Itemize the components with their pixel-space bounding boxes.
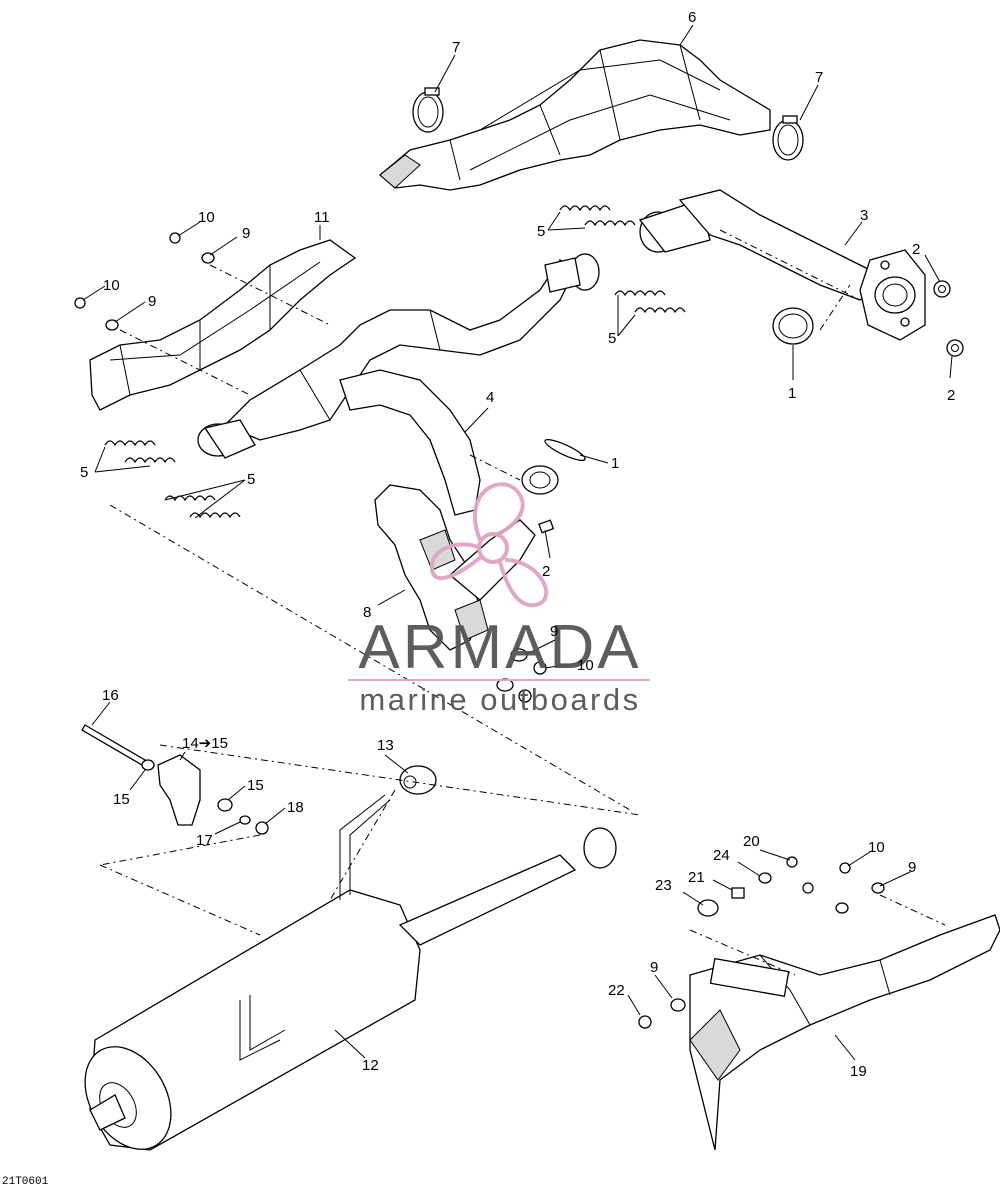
callout-10-top: 10 bbox=[198, 209, 215, 226]
bracket-14 bbox=[157, 754, 201, 826]
spring-1 bbox=[559, 205, 611, 212]
figure-code: 21T0601 bbox=[2, 1176, 49, 1188]
callout-9-left: 9 bbox=[148, 293, 156, 310]
callout-10-left: 10 bbox=[103, 277, 120, 294]
leader-lines bbox=[82, 24, 953, 1061]
screw-22 bbox=[638, 1015, 652, 1029]
callout-19: 19 bbox=[850, 1063, 867, 1080]
grommet bbox=[399, 765, 437, 795]
spring-4 bbox=[634, 307, 686, 314]
watermark-tagline: marine outboards bbox=[359, 682, 640, 717]
propeller-logo-icon bbox=[429, 482, 549, 608]
callout-14-15: 14➔15 bbox=[182, 735, 228, 752]
heat-shield-top bbox=[378, 39, 771, 191]
callout-24: 24 bbox=[713, 847, 730, 864]
header-pipe bbox=[678, 189, 926, 341]
callout-9-right: 9 bbox=[908, 859, 916, 876]
nut-lower-right bbox=[946, 339, 964, 357]
screw-10-top bbox=[169, 232, 181, 244]
spacer-15a bbox=[141, 759, 155, 771]
callout-5-upper-mid: 5 bbox=[537, 223, 545, 240]
coupler-left bbox=[197, 419, 256, 459]
hose-clamp-left bbox=[412, 87, 444, 133]
nut-18 bbox=[255, 821, 269, 835]
screw-10-right bbox=[839, 862, 851, 874]
callout-5-lower-mid: 5 bbox=[608, 330, 616, 347]
callout-1-right: 1 bbox=[788, 385, 796, 402]
gasket-middle bbox=[544, 439, 586, 461]
callout-21: 21 bbox=[688, 869, 705, 886]
callout-5-left-bottom: 5 bbox=[247, 471, 255, 488]
hose-clamp-right bbox=[772, 115, 804, 161]
watermark: ARMADA marine outboards bbox=[348, 482, 650, 717]
callout-12: 12 bbox=[362, 1057, 379, 1074]
callout-9-top: 9 bbox=[242, 225, 250, 242]
callout-10-right: 10 bbox=[868, 839, 885, 856]
watermark-brand: ARMADA bbox=[358, 613, 641, 682]
spring-2 bbox=[584, 220, 636, 227]
callout-labels: 6 7 7 10 11 9 10 9 5 3 2 5 1 2 4 1 5 5 2… bbox=[80, 9, 955, 1080]
callout-23: 23 bbox=[655, 877, 672, 894]
nut-middle-2 bbox=[518, 689, 532, 703]
washer-9-right-2 bbox=[835, 902, 849, 914]
spring-3 bbox=[614, 290, 666, 297]
heat-shield-left bbox=[89, 239, 357, 411]
gasket-right bbox=[772, 307, 814, 345]
bolt-16 bbox=[81, 724, 146, 766]
callout-2-lower-right: 2 bbox=[947, 387, 955, 404]
callout-13: 13 bbox=[377, 737, 394, 754]
spacer-15b bbox=[217, 798, 233, 812]
callout-15-right: 15 bbox=[247, 777, 264, 794]
callout-6: 6 bbox=[688, 9, 696, 26]
callout-9-bottom: 9 bbox=[650, 959, 658, 976]
callout-8: 8 bbox=[363, 604, 371, 621]
washer-17 bbox=[239, 815, 251, 825]
screw-10-right-2 bbox=[802, 882, 814, 894]
spring-6 bbox=[124, 457, 176, 464]
muffler bbox=[84, 794, 617, 1151]
spacer-21 bbox=[731, 887, 745, 899]
callout-22: 22 bbox=[608, 982, 625, 999]
callout-10-middle: 10 bbox=[577, 657, 594, 674]
callout-16: 16 bbox=[102, 687, 119, 704]
callout-2-middle: 2 bbox=[542, 563, 550, 580]
washer-9-top bbox=[201, 252, 215, 264]
callout-18: 18 bbox=[287, 799, 304, 816]
nut-middle bbox=[538, 519, 555, 534]
callout-5-left-top: 5 bbox=[80, 464, 88, 481]
grommet-23 bbox=[697, 899, 719, 917]
muffler-heat-shield bbox=[689, 914, 1000, 1151]
callout-2-upper-right: 2 bbox=[912, 241, 920, 258]
coupler-mid bbox=[544, 253, 600, 293]
spring-7 bbox=[164, 495, 216, 502]
callout-7-right: 7 bbox=[815, 69, 823, 86]
bolt-20 bbox=[786, 856, 798, 868]
spring-8 bbox=[189, 512, 241, 519]
callout-9-middle: 9 bbox=[550, 623, 558, 640]
nut-upper-right bbox=[933, 280, 951, 298]
spring-5 bbox=[104, 440, 156, 447]
callout-1-middle: 1 bbox=[611, 455, 619, 472]
callout-4: 4 bbox=[486, 389, 494, 406]
callout-15-left: 15 bbox=[113, 791, 130, 808]
washer-9-left bbox=[105, 319, 119, 331]
washer-24 bbox=[758, 872, 772, 884]
callout-11: 11 bbox=[314, 209, 330, 226]
washer-9-bottom bbox=[670, 998, 686, 1012]
washer-middle-1 bbox=[510, 648, 528, 662]
callout-3: 3 bbox=[860, 207, 868, 224]
assembly-lines bbox=[99, 229, 946, 976]
callout-7-left: 7 bbox=[452, 39, 460, 56]
flange-middle bbox=[521, 465, 559, 495]
screw-10-left bbox=[74, 297, 86, 309]
callout-17: 17 bbox=[196, 832, 213, 849]
callout-20: 20 bbox=[743, 833, 760, 850]
